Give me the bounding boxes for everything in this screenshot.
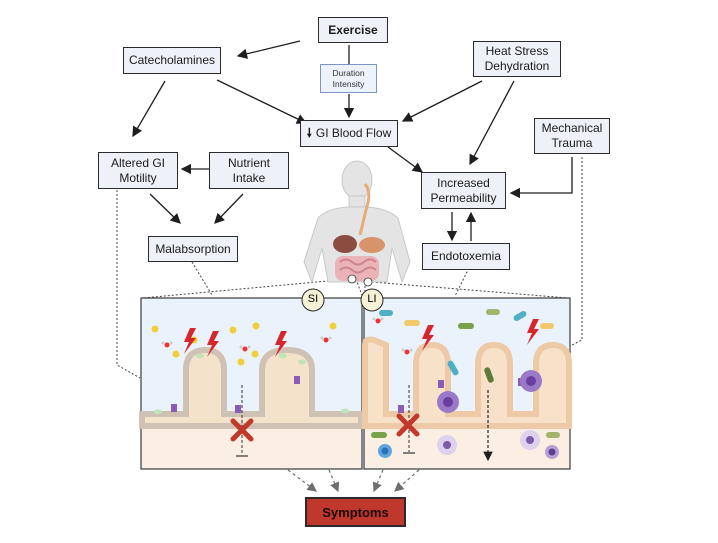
- arrow-bloodflow-permeability: [387, 146, 424, 173]
- arrow-heat-bloodflow: [401, 80, 483, 122]
- zoom-line-li-right: [371, 281, 569, 299]
- cross-icon: [230, 418, 254, 442]
- exercise-box: Exercise: [318, 17, 388, 43]
- arrow-catecholamines-bloodflow: [216, 79, 308, 124]
- catecholamines-box: Catecholamines: [123, 47, 221, 74]
- mechanical-trauma-box: Mechanical Trauma: [534, 118, 610, 154]
- arrow-nutrient-malabsorption: [214, 193, 244, 224]
- zoom-line-si-left: [142, 278, 350, 299]
- catecholamines-label: Catecholamines: [128, 53, 216, 67]
- increased-permeability-box: Increased Permeability: [421, 172, 506, 209]
- arrow-heat-permeability: [469, 80, 515, 166]
- large-intestine-label: LI: [367, 293, 377, 305]
- exercise-label: Exercise: [328, 22, 378, 37]
- arrow-motility-malabsorption: [149, 193, 181, 224]
- down-arrow-icon: 🠗: [306, 126, 312, 140]
- heat-stress-box: Heat Stress Dehydration: [473, 41, 561, 77]
- gi-blood-flow-box: 🠗 GI Blood Flow: [300, 120, 398, 147]
- water-molecule-icon: [161, 336, 332, 352]
- small-intestine-label: SI: [307, 293, 319, 305]
- symptoms-box: Symptoms: [305, 497, 406, 527]
- nutrient-intake-box: Nutrient Intake: [209, 152, 289, 189]
- duration-intensity-box: Duration Intensity: [320, 64, 377, 93]
- dotted-malabsorption-si: [191, 261, 213, 296]
- immune-cell-icon: [378, 370, 559, 459]
- endotoxemia-box: Endotoxemia: [422, 243, 510, 270]
- bacteria-icon: [371, 309, 560, 438]
- arrow-trauma-permeability: [509, 157, 573, 199]
- altered-gi-motility-box: Altered GI Motility: [98, 152, 178, 189]
- dotted-trauma-li: [571, 157, 583, 346]
- arrow-catecholamines-motility: [132, 80, 166, 138]
- dotted-motility-si: [116, 190, 141, 379]
- gi-blood-flow-label: GI Blood Flow: [315, 126, 392, 140]
- lightning-icon: [184, 328, 287, 357]
- arrow-exercise-catecholamines: [236, 40, 301, 59]
- dotted-endotoxemia-li: [454, 267, 470, 297]
- malabsorption-box: Malabsorption: [148, 236, 238, 262]
